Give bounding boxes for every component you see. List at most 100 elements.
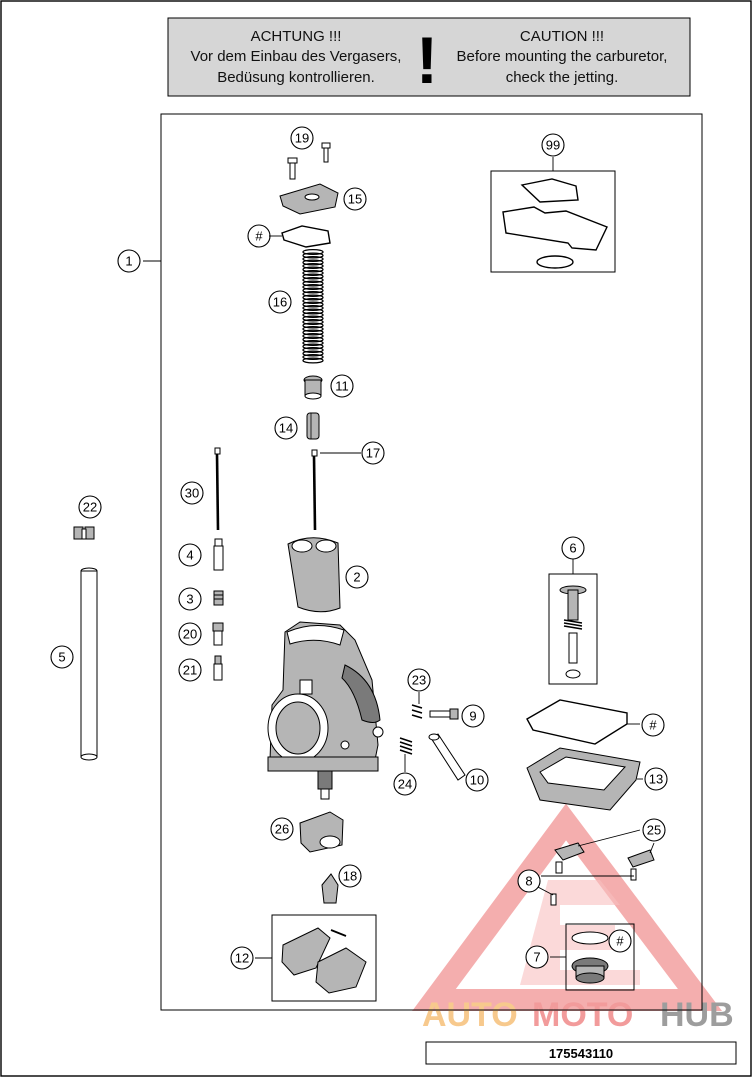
svg-text:22: 22 <box>83 500 97 515</box>
svg-text:26: 26 <box>275 822 289 837</box>
spring-coil <box>302 266 324 273</box>
part-number-box: 175543110 <box>425 1041 737 1065</box>
callout-24: 24 <box>393 772 417 796</box>
gasket-float-bowl <box>502 206 608 251</box>
spring-coil <box>302 255 324 263</box>
spring-coil <box>302 269 324 277</box>
callout-2: 2 <box>345 565 369 589</box>
callout-hash-bowl: # <box>641 713 665 737</box>
warning-de-line2: Bedüsung kontrollieren. <box>217 69 375 86</box>
spring-coil <box>302 339 324 347</box>
jet-21 <box>213 655 223 681</box>
callout-18: 18 <box>338 864 362 888</box>
warning-de-title: ACHTUNG !!! <box>251 28 342 45</box>
drain-plug-7 <box>571 931 609 984</box>
choke-plunger-6 <box>559 585 587 679</box>
exclamation-icon: ! <box>416 23 438 97</box>
gasket-upper <box>520 178 579 203</box>
callout-23: 23 <box>407 668 431 692</box>
svg-text:#: # <box>616 934 624 949</box>
warning-en-line2: check the jetting. <box>506 69 619 86</box>
carburetor-body <box>267 621 384 800</box>
float-needle-18 <box>321 873 339 904</box>
svg-text:14: 14 <box>279 421 293 436</box>
svg-text:23: 23 <box>412 673 426 688</box>
spring-coil <box>302 301 324 308</box>
callout-3: 3 <box>178 587 202 611</box>
svg-text:8: 8 <box>525 874 532 889</box>
svg-text:5: 5 <box>58 650 65 665</box>
callout-16: 16 <box>268 290 292 314</box>
callout-14: 14 <box>274 416 298 440</box>
float-26 <box>299 811 344 853</box>
gasket-kit-box <box>490 170 616 273</box>
jet-needle-17 <box>311 449 361 531</box>
spring-coil <box>302 325 324 333</box>
spring-coil <box>302 290 324 298</box>
svg-text:4: 4 <box>186 548 193 563</box>
cover-gasket <box>281 225 331 248</box>
svg-text:99: 99 <box>546 138 560 153</box>
spring-coil <box>302 248 324 256</box>
spring-coil <box>302 350 324 357</box>
bowl-gasket <box>526 699 628 745</box>
clip-22 <box>73 526 95 540</box>
spring-coil <box>302 332 324 340</box>
o-ring <box>536 255 574 269</box>
spring-coil <box>302 294 324 301</box>
spring-coil <box>302 304 324 312</box>
callout-19: 19 <box>290 126 314 150</box>
warning-box: ACHTUNG !!! Vor dem Einbau des Vergasers… <box>167 17 691 97</box>
spring-coil <box>302 346 324 354</box>
spring-coil <box>302 336 324 343</box>
warning-en-line1: Before mounting the carburetor, <box>457 48 668 65</box>
svg-text:12: 12 <box>235 951 249 966</box>
spring-coil <box>302 308 324 315</box>
watermark-triangle <box>412 803 723 1011</box>
svg-text:7: 7 <box>533 950 540 965</box>
float-bowl-13 <box>526 747 643 811</box>
spring-coil <box>302 343 324 350</box>
svg-text:17: 17 <box>366 446 380 461</box>
screws-8 <box>535 861 637 906</box>
callout-10: 10 <box>465 768 489 792</box>
spring-coil <box>302 315 324 322</box>
svg-text:3: 3 <box>186 592 193 607</box>
spring-coil <box>302 283 324 291</box>
warning-en-title: CAUTION !!! <box>520 28 604 45</box>
svg-text:24: 24 <box>398 777 412 792</box>
spring-coil <box>302 318 324 326</box>
assembly-frame <box>160 113 703 1011</box>
spring-coil <box>302 322 324 329</box>
callout-8: 8 <box>517 869 541 893</box>
svg-text:13: 13 <box>649 772 663 787</box>
callout-7: 7 <box>525 945 549 969</box>
spring-coil <box>302 353 324 361</box>
spring-24 <box>399 737 413 772</box>
svg-text:19: 19 <box>295 131 309 146</box>
svg-text:9: 9 <box>469 709 476 724</box>
callout-17: 17 <box>361 441 385 465</box>
clip-14 <box>306 412 320 440</box>
svg-text:6: 6 <box>569 541 576 556</box>
callout-hash-gasket: # <box>247 224 271 248</box>
svg-text:21: 21 <box>183 663 197 678</box>
callout-99: 99 <box>541 133 565 157</box>
callout-13: 13 <box>644 767 668 791</box>
spring-coil <box>302 287 324 294</box>
part-number: 175543110 <box>549 1046 613 1061</box>
svg-text:#: # <box>255 229 263 244</box>
spring-coil <box>302 311 324 319</box>
svg-text:2: 2 <box>353 570 360 585</box>
callout-15: 15 <box>343 187 367 211</box>
callout-21: 21 <box>178 658 202 682</box>
spring-coil <box>302 276 324 284</box>
svg-text:18: 18 <box>343 869 357 884</box>
screws-19 <box>287 142 331 180</box>
jet-3 <box>213 590 224 606</box>
callout-1: 1 <box>117 249 141 273</box>
svg-text:20: 20 <box>183 627 197 642</box>
callout-9: 9 <box>461 704 485 728</box>
